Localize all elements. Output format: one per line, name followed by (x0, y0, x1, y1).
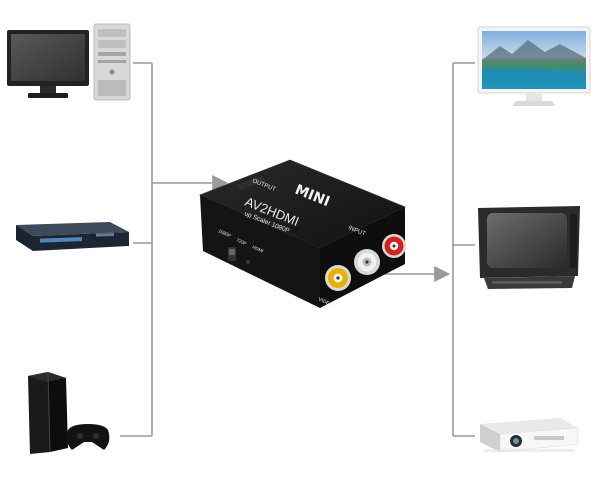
projector-icon (480, 418, 579, 453)
switch-label-1080p: 1080P (218, 228, 232, 238)
lcd-monitor-icon (477, 26, 591, 106)
game-console-icon (28, 371, 68, 454)
power-port-icon (246, 260, 250, 264)
rca-jack-yellow-icon (325, 265, 351, 291)
switch-label-720p: 720P (236, 237, 248, 246)
rca-jack-white-icon (354, 249, 380, 275)
rca-jack-red-icon (382, 234, 406, 258)
desktop-computer-icon (7, 23, 131, 101)
connector-lines (120, 62, 475, 437)
av2hdmi-converter: OUTPUT MINI AV2HDMI up Scaler 1080P INPU… (198, 159, 406, 309)
crt-tv-icon (478, 206, 580, 289)
dvd-player-icon (16, 222, 129, 251)
switch-label-hdmi: HDMI (252, 244, 265, 253)
game-controller-icon (66, 424, 110, 450)
